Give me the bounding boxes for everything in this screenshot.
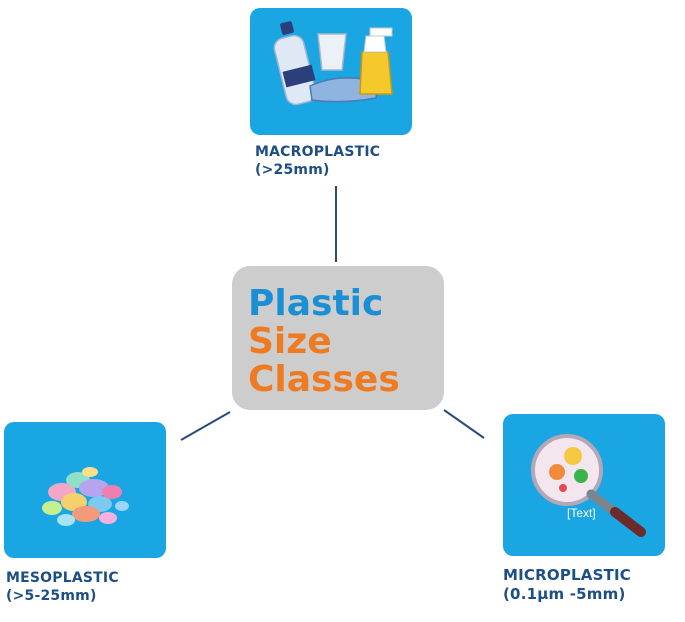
mesoplastic-image [4, 422, 166, 558]
connector-meso [180, 411, 231, 441]
mesoplastic-range: (>5-25mm) [6, 587, 97, 604]
microplastic-label: MICROPLASTIC (0.1μm -5mm) [503, 566, 631, 604]
center-title-line2: Size [248, 321, 332, 362]
magnifying-glass-icon [531, 434, 646, 537]
macroplastic-range: (>25mm) [255, 161, 330, 178]
center-title-line3: Classes [248, 359, 400, 400]
plastic-size-classes-box: Plastic Size Classes [232, 266, 444, 410]
plastic-fragments-icon [42, 467, 129, 526]
microplastic-placeholder-text: [Text] [567, 506, 596, 520]
center-title-line1: Plastic [248, 283, 384, 324]
connector-micro [443, 409, 485, 439]
macroplastic-label: MACROPLASTIC (>25mm) [255, 144, 380, 179]
bottles-icon [273, 21, 393, 106]
macroplastic-title: MACROPLASTIC [255, 144, 381, 160]
microplastic-image: [Text] [503, 414, 665, 556]
mesoplastic-title: MESOPLASTIC [6, 570, 119, 586]
macroplastic-image [250, 8, 412, 135]
microplastic-range: (0.1μm -5mm) [503, 584, 626, 603]
mesoplastic-label: MESOPLASTIC (>5-25mm) [6, 570, 119, 605]
microplastic-title: MICROPLASTIC [503, 566, 632, 584]
